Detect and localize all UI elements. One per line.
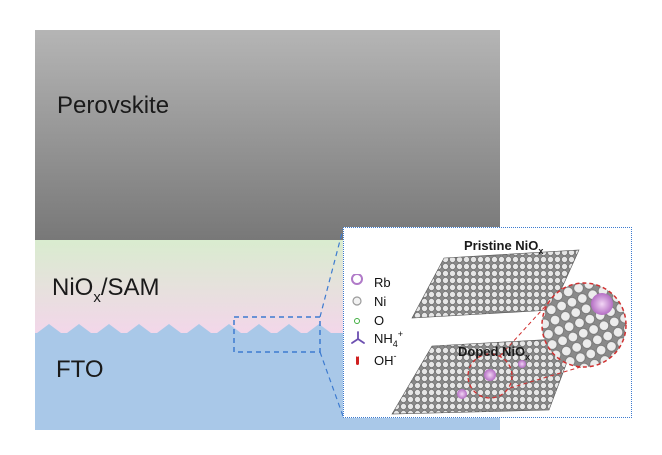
ni-atom-icon <box>350 293 372 309</box>
nh4-base: NH <box>374 330 393 346</box>
nio-sam-label-base: NiO <box>52 274 94 301</box>
nio-sam-label-sub: x <box>93 289 101 306</box>
doped-nio-title: Doped NiOx <box>458 344 531 362</box>
zoom-leader-bottom <box>319 351 344 417</box>
oh-group-icon <box>350 352 372 368</box>
oh-base: OH <box>374 352 394 368</box>
rb-dopant-marker <box>518 360 526 368</box>
pristine-title-sub: x <box>538 246 544 256</box>
legend-item-ni: Ni <box>350 293 386 309</box>
nh4-sup: + <box>397 328 404 339</box>
inset-drawing <box>391 249 627 415</box>
fto-texture <box>37 324 331 333</box>
pristine-title-base: Pristine NiO <box>464 238 539 253</box>
zoom-magnifier-circle <box>541 282 627 368</box>
nio-sam-label: NiOx/SAM <box>52 274 160 306</box>
oh-sup: - <box>393 350 397 361</box>
doped-nio-sheet <box>391 337 577 415</box>
legend-item-nh4: NH4+ <box>350 328 404 349</box>
rb-dopant-marker <box>457 389 467 399</box>
nh4-sub: 4 <box>392 338 398 349</box>
zoom-leader-red-top <box>499 287 563 357</box>
rb-dopant-marker <box>484 369 496 381</box>
legend-label-o: O <box>374 312 385 328</box>
perovskite-layer <box>35 30 500 240</box>
legend-item-oh: OH- <box>350 350 397 368</box>
legend-label-nh4: NH4+ <box>374 328 404 349</box>
nio-sam-label-rest: /SAM <box>100 274 160 301</box>
zoom-inset-panel: Pristine NiOx Doped NiOx Rb Ni O NH4+ OH… <box>343 227 632 418</box>
nh4-molecule-icon <box>350 330 372 346</box>
rb-atom-icon <box>350 273 372 290</box>
zoom-focus-circle <box>467 353 513 399</box>
doped-title-sub: x <box>525 352 531 362</box>
rb-zoomed-atom <box>591 293 613 315</box>
zoom-leader-red-bottom <box>509 362 595 389</box>
legend-label-oh: OH- <box>374 350 397 368</box>
pristine-nio-title: Pristine NiOx <box>464 238 544 256</box>
legend-label-rb: Rb <box>374 274 391 290</box>
fto-label: FTO <box>56 356 104 383</box>
zoom-region-box <box>233 316 321 353</box>
zoom-leader-top <box>319 228 344 318</box>
perovskite-label: Perovskite <box>57 92 170 119</box>
doped-title-base: Doped NiO <box>458 344 526 359</box>
legend-item-o: O <box>350 312 384 328</box>
o-atom-icon <box>350 312 372 328</box>
legend-label-ni: Ni <box>374 293 387 309</box>
legend-item-rb: Rb <box>350 273 391 290</box>
